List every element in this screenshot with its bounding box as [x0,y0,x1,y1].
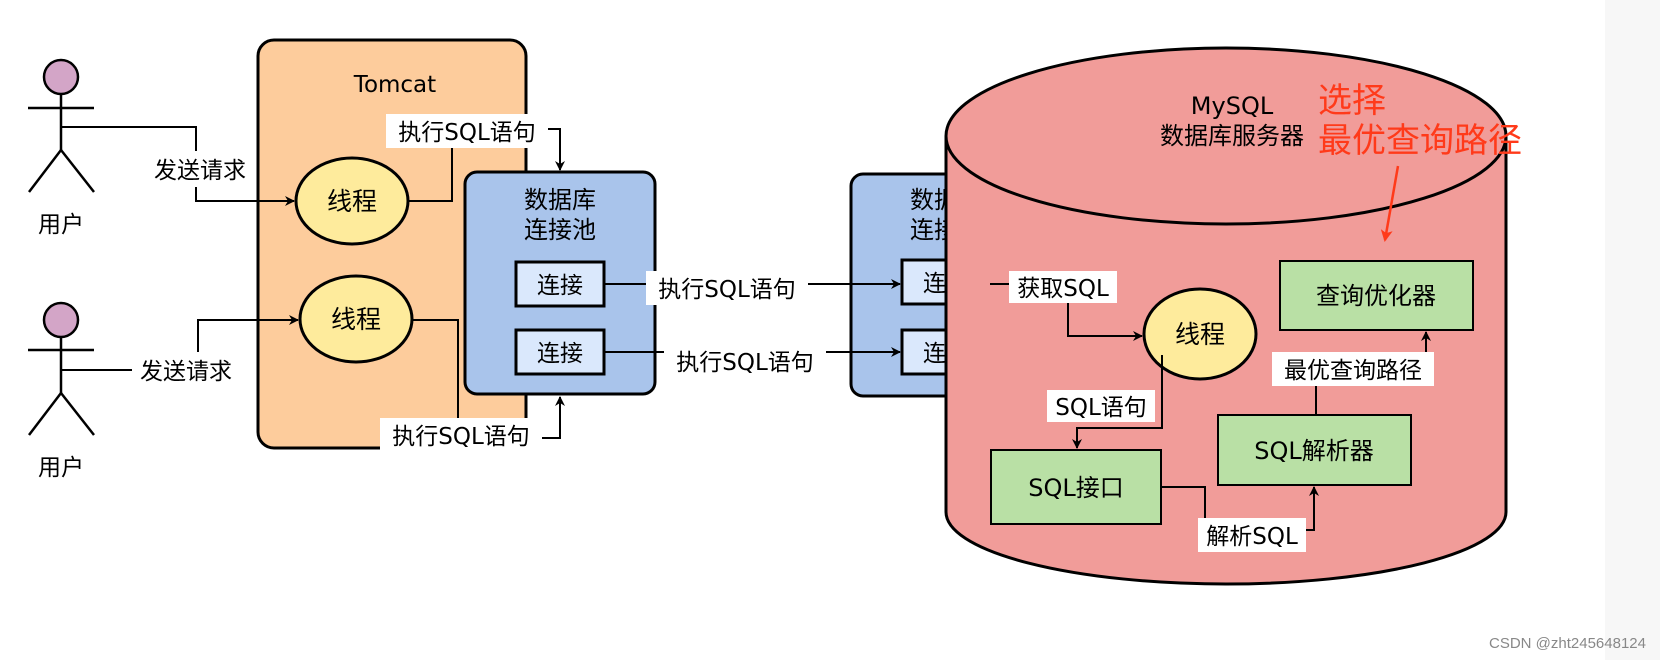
optimizer-label: 查询优化器 [1316,282,1436,310]
user-label-2: 用户 [38,455,84,481]
pool-left-title-1: 数据库 [524,186,596,214]
edge-thread-sqlinterface [1072,355,1163,449]
label-best-path: 最优查询路径 [1284,358,1422,384]
mysql-thread [1142,287,1258,381]
label-send-request-2: 发送请求 [140,359,232,385]
annotation-line-1: 选择 [1318,81,1386,121]
label-parse-sql: 解析SQL [1206,524,1298,550]
optimizer-box [1279,260,1474,331]
user-label-1: 用户 [38,212,84,238]
label-exec-sql-mid-2: 执行SQL语句 [676,350,814,376]
pool-left-conn-1-label: 连接 [537,273,583,299]
user-actor-2 [28,301,95,436]
tomcat-title: Tomcat [353,72,436,98]
label-exec-sql-bottom: 执行SQL语句 [392,424,530,450]
label-sql-statement: SQL语句 [1055,395,1147,421]
sql-interface-label: SQL接口 [1028,474,1124,502]
label-exec-sql-mid-1: 执行SQL语句 [658,277,796,303]
label-get-sql: 获取SQL [1017,276,1109,302]
mysql-thread-label: 线程 [1175,320,1225,349]
edge-user2-thread2 [62,315,299,371]
user-actor-1 [28,58,95,193]
sql-interface-box [990,449,1162,525]
pool-left-conn-2 [514,328,606,376]
annotation-arrow [1380,165,1400,242]
label-send-request-1: 发送请求 [154,158,246,184]
sql-parser-box [1217,414,1412,486]
pool-left-title-2: 连接池 [524,216,596,244]
sql-parser-label: SQL解析器 [1254,437,1374,465]
watermark: CSDN @zht245648124 [1489,635,1646,652]
annotation-line-2: 最优查询路径 [1318,121,1522,161]
label-exec-sql-top: 执行SQL语句 [398,120,536,146]
mysql-title-2: 数据库服务器 [1160,122,1304,150]
pool-left-conn-2-label: 连接 [537,341,583,367]
tomcat-thread-2-label: 线程 [331,305,381,334]
right-margin-strip [1605,0,1660,660]
mysql-title-1: MySQL [1191,92,1274,120]
tomcat-thread-1-label: 线程 [327,187,377,216]
